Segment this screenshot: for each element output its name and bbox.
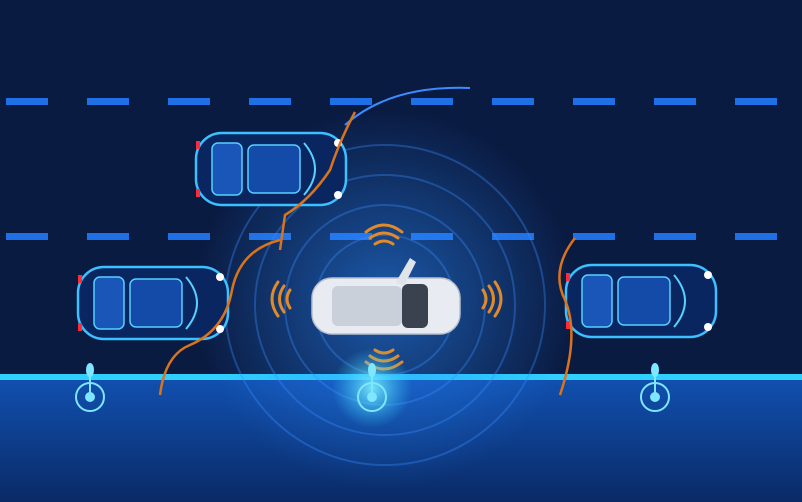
detection-arc-top <box>344 86 471 126</box>
parking-spot-marker-icon <box>640 363 670 412</box>
lane-dash <box>6 233 48 240</box>
lane-dash <box>411 98 453 105</box>
lane-dash <box>654 233 696 240</box>
lane-dash <box>573 98 615 105</box>
self-parking-car-icon <box>311 258 461 335</box>
lane-dash <box>735 233 777 240</box>
parking-spot-marker-icon <box>75 363 105 412</box>
parked-car-left <box>76 265 230 341</box>
lane-dash <box>6 98 48 105</box>
detection-arcs <box>158 111 576 396</box>
parked-car-top <box>194 131 348 207</box>
parked-car-right <box>564 263 718 339</box>
lane-dash <box>87 233 129 240</box>
lane-dash <box>735 98 777 105</box>
lane-dash <box>573 233 615 240</box>
parking-spot-marker-icon <box>332 348 412 428</box>
lane-dash <box>492 98 534 105</box>
lane-dash <box>249 98 291 105</box>
lane-dash <box>330 98 372 105</box>
lane-dash <box>654 98 696 105</box>
parking-spot-markers <box>75 348 670 428</box>
lane-divider-top <box>6 98 777 105</box>
lane-dash <box>168 233 210 240</box>
lane-dash <box>168 98 210 105</box>
lane-dash <box>87 98 129 105</box>
